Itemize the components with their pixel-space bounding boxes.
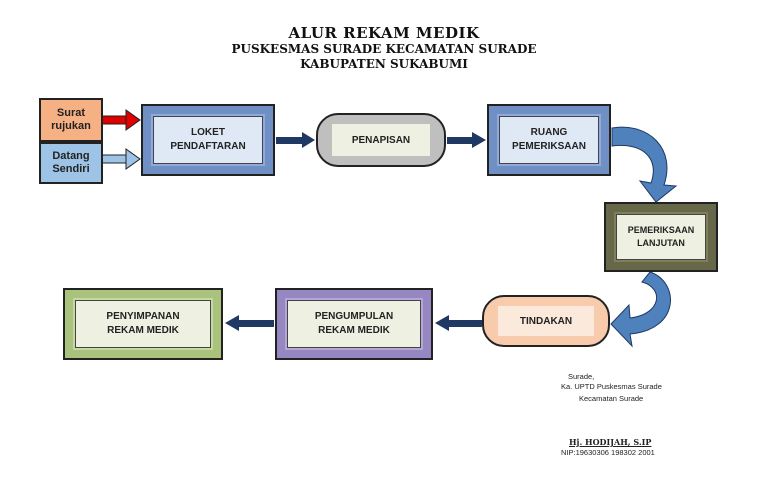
source-datang-sendiri-line2: Sendiri — [52, 163, 90, 175]
step-loket-line1: LOKET — [191, 127, 225, 138]
arrow-curved-lanjutan-tindakan — [610, 271, 671, 348]
diagram-subtitle-puskesmas: PUSKESMAS SURADE KECAMATAN SURADE — [231, 42, 537, 56]
source-surat-rujukan-line2: rujukan — [51, 120, 91, 132]
step-ruang-pemeriksaan: RUANG PEMERIKSAAN — [487, 104, 611, 176]
step-penapisan-label: PENAPISAN — [351, 134, 411, 146]
step-pengumpulan-line1: PENGUMPULAN — [314, 311, 394, 322]
arrow-rujukan — [100, 109, 141, 131]
source-surat-rujukan-line1: Surat — [56, 107, 86, 119]
arrow-curved-ruang-lanjutan — [611, 126, 678, 203]
signature-name: Hj. HODIJAH, S.IP — [569, 437, 652, 447]
diagram-subtitle-kabupaten: KABUPATEN SUKABUMI — [300, 57, 468, 71]
arrow-penapisan-ruang — [447, 132, 486, 148]
signature-position: Ka. UPTD Puskesmas Surade — [561, 382, 662, 391]
step-penyimpanan-line1: PENYIMPANAN — [106, 311, 180, 322]
step-ruang-line2: PEMERIKSAAN — [512, 141, 586, 152]
step-loket-pendaftaran: LOKET PENDAFTARAN — [141, 104, 275, 176]
step-loket-line2: PENDAFTARAN — [170, 141, 246, 152]
step-pengumpulan-rekam-medik: PENGUMPULAN REKAM MEDIK — [275, 288, 433, 360]
step-penyimpanan-rekam-medik: PENYIMPANAN REKAM MEDIK — [63, 288, 223, 360]
arrow-tindakan-pengumpulan — [435, 315, 482, 331]
arrow-loket-penapisan — [276, 132, 315, 148]
step-tindakan-label: TINDAKAN — [519, 315, 573, 327]
step-penyimpanan-line2: REKAM MEDIK — [107, 325, 179, 336]
arrow-datang-sendiri — [100, 148, 141, 170]
step-tindakan: TINDAKAN — [482, 295, 610, 347]
source-datang-sendiri-line1: Datang — [52, 150, 90, 162]
step-lanjutan-line2: LANJUTAN — [637, 238, 685, 248]
step-lanjutan-line1: PEMERIKSAAN — [627, 225, 695, 235]
arrow-pengumpulan-penyimpanan — [225, 315, 274, 331]
step-pemeriksaan-lanjutan: PEMERIKSAAN LANJUTAN — [604, 202, 718, 272]
step-penapisan: PENAPISAN — [316, 113, 446, 167]
signature-district: Kecamatan Surade — [579, 394, 644, 403]
signature-nip: NIP:19630306 198302 2001 — [561, 448, 655, 457]
diagram-title: ALUR REKAM MEDIK — [288, 24, 480, 42]
step-pengumpulan-line2: REKAM MEDIK — [318, 325, 390, 336]
step-ruang-line1: RUANG — [530, 127, 568, 138]
signature-place: Surade, — [568, 372, 595, 381]
